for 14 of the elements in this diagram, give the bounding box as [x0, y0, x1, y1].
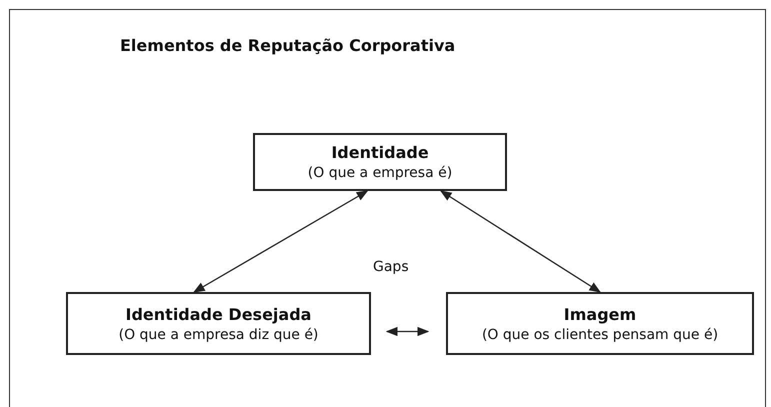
double-arrow: [440, 190, 601, 293]
box-heading: Imagem: [564, 304, 636, 324]
box-heading: Identidade Desejada: [126, 304, 312, 324]
box-description: (O que a empresa é): [308, 165, 452, 181]
box-description: (O que os clientes pensam que é): [482, 326, 718, 342]
diagram-title: Elementos de Reputação Corporativa: [120, 36, 456, 55]
concept-box: [446, 292, 754, 355]
concept-box: [253, 133, 507, 191]
box-heading: Identidade: [331, 143, 429, 162]
double-arrow: [386, 326, 430, 336]
gaps-label: Gaps: [373, 259, 409, 275]
double-arrow: [193, 190, 368, 293]
box-description: (O que a empresa diz que é): [118, 326, 318, 342]
concept-box: [66, 292, 371, 355]
